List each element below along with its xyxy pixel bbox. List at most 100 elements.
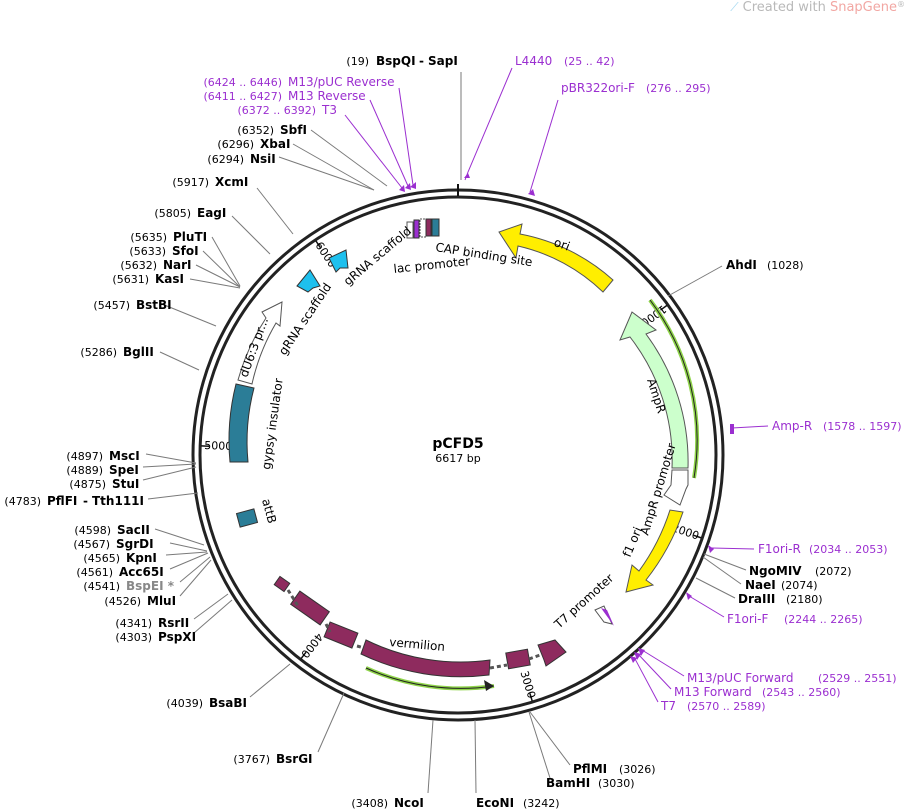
site-pos-pspxi: (4303) — [115, 631, 152, 644]
site-label-kpni[interactable]: KpnI — [126, 551, 157, 565]
site-label-naei[interactable]: NaeI — [745, 578, 776, 592]
site-pos-bsrgi: (3767) — [233, 753, 270, 766]
site-line-bstbi — [161, 303, 217, 327]
site-pos-ncoi: (3408) — [351, 797, 388, 810]
feature-vermilion-exon4[interactable] — [360, 639, 491, 678]
site-label-xcmi[interactable]: XcmI — [215, 175, 248, 189]
primer-mark-m13-reverse — [405, 183, 411, 190]
site-label-bglii[interactable]: BglII — [123, 345, 154, 359]
feature-ori[interactable] — [498, 223, 614, 293]
site-label-pluti[interactable]: PluTI — [173, 230, 207, 244]
ruler-label-5000: 5000 — [204, 439, 232, 453]
site-line-pspxi — [193, 599, 233, 634]
site-label-mlui[interactable]: MluI — [147, 594, 176, 608]
primer-label-m13puc-forward[interactable]: M13/pUC Forward — [687, 671, 794, 685]
site-label-pflfi[interactable]: PflFI — [47, 494, 77, 508]
primer-line-m13puc-forward — [641, 649, 685, 677]
feature-attb[interactable] — [235, 508, 259, 528]
site-line-kasi — [189, 278, 241, 289]
primer-range-f1ori-f: (2244 .. 2265) — [784, 613, 863, 626]
site-label-stui[interactable]: StuI — [112, 477, 139, 491]
primer-label-t3[interactable]: T3 — [321, 103, 337, 117]
site-label-ncoi[interactable]: NcoI — [394, 796, 424, 810]
site-label-sbfi[interactable]: SbfI — [280, 123, 307, 137]
site-pos-mlui: (4526) — [104, 595, 141, 608]
site-label-nsii[interactable]: NsiI — [250, 152, 276, 166]
site-label-bstbi[interactable]: BstBI — [136, 298, 172, 312]
feature-ampr[interactable] — [619, 311, 689, 469]
primer-range-pbr322ori-f: (276 .. 295) — [646, 82, 711, 95]
primer-label-t7[interactable]: T7 — [660, 699, 676, 713]
site-line-pflmi — [529, 711, 571, 766]
primer-label-amp-r[interactable]: Amp-R — [772, 419, 812, 433]
feature-t7-promoter[interactable] — [594, 605, 613, 625]
site-line-eagi — [231, 215, 271, 255]
feature-ampr-promoter[interactable] — [663, 469, 689, 506]
site-label-sacii[interactable]: SacII — [117, 523, 150, 537]
primer-line-f1ori-f — [688, 595, 725, 618]
site-line-pluti — [211, 236, 241, 287]
site-label-nari[interactable]: NarI — [163, 258, 192, 272]
site-pos-bsabi: (4039) — [166, 697, 203, 710]
primer-label-f1ori-r[interactable]: F1ori-R — [758, 542, 801, 556]
orf-ampr-core — [649, 299, 698, 479]
feature-gypsy-insulator[interactable] — [228, 383, 255, 463]
site-pos-econi: (3242) — [523, 797, 560, 810]
watermark-mark: ® — [897, 0, 905, 9]
site-label-tth111i[interactable]: Tth111I — [92, 494, 144, 508]
feature-grna-scaffold-1[interactable] — [296, 269, 321, 293]
feature-vermilion-exon1[interactable] — [273, 575, 291, 593]
feature-lac-promoter[interactable] — [406, 221, 414, 239]
site-separator-bspqi: - — [419, 54, 424, 68]
site-label-msci[interactable]: MscI — [109, 449, 140, 463]
ruler-tick-4000 — [300, 651, 307, 660]
site-pos-draiii: (2180) — [786, 593, 823, 606]
site-label-ahdi[interactable]: AhdI — [726, 258, 757, 272]
site-label-eagi[interactable]: EagI — [197, 206, 226, 220]
site-label-sapi[interactable]: SapI — [428, 54, 458, 68]
feature-vermilion-exon5[interactable] — [505, 648, 531, 670]
primer-line-m13-reverse — [369, 99, 409, 187]
site-label-sgrdi[interactable]: SgrDI — [116, 537, 154, 551]
site-label-pflmi[interactable]: PflMI — [573, 762, 607, 776]
site-line-pflfi — [147, 492, 199, 500]
feature-vermilion-end[interactable] — [537, 639, 567, 667]
site-label-bsrgi[interactable]: BsrGI — [276, 752, 313, 766]
site-label-bspqi[interactable]: BspQI — [376, 54, 416, 68]
primer-label-f1ori-f[interactable]: F1ori-F — [727, 612, 768, 626]
primer-label-m13-reverse[interactable]: M13 Reverse — [288, 89, 366, 103]
feature-lac-operator[interactable] — [419, 218, 427, 238]
site-pos-sacii: (4598) — [74, 524, 111, 537]
site-label-bsabi[interactable]: BsaBI — [209, 696, 247, 710]
site-label-draiii[interactable]: DraIII — [738, 592, 775, 606]
site-label-acc65i[interactable]: Acc65I — [119, 565, 164, 579]
site-label-bspei[interactable]: BspEI * — [126, 579, 175, 593]
site-label-spei[interactable]: SpeI — [109, 463, 139, 477]
site-label-ngomiv[interactable]: NgoMIV — [749, 564, 802, 578]
site-label-pspxi[interactable]: PspXI — [158, 630, 196, 644]
primer-range-m13puc-forward: (2529 .. 2551) — [818, 672, 897, 685]
primer-label-m13puc-reverse[interactable]: M13/pUC Reverse — [288, 75, 395, 89]
site-label-sfoi[interactable]: SfoI — [172, 244, 199, 258]
site-label-rsrii[interactable]: RsrII — [158, 616, 189, 630]
watermark-prefix: Created with — [742, 0, 830, 15]
primer-label-pbr322ori-f[interactable]: pBR322ori-F — [561, 81, 635, 95]
site-line-sgrdi — [169, 542, 208, 552]
feature-grna-scaffold-2[interactable] — [328, 249, 349, 273]
site-label-econi[interactable]: EcoNI — [476, 796, 514, 810]
site-pos-acc65i: (4561) — [76, 566, 113, 579]
feature-du6-promoter[interactable] — [237, 301, 283, 385]
feature-vermilion-exon3[interactable] — [323, 621, 359, 649]
feature-f1-ori[interactable] — [625, 509, 684, 593]
site-line-xbai — [292, 143, 375, 191]
feature-cap-binding-site[interactable] — [431, 218, 440, 237]
feature-vermilion-exon2[interactable] — [289, 590, 331, 626]
site-label-bamhi[interactable]: BamHI — [546, 776, 590, 790]
primer-range-m13puc-reverse: (6424 .. 6446) — [203, 76, 282, 89]
site-line-bsabi — [249, 663, 291, 698]
primer-label-l4440[interactable]: L4440 — [515, 54, 552, 68]
site-label-kasi[interactable]: KasI — [155, 272, 184, 286]
primer-label-m13-forward[interactable]: M13 Forward — [674, 685, 752, 699]
primer-range-m13-reverse: (6411 .. 6427) — [203, 90, 282, 103]
site-label-xbai[interactable]: XbaI — [260, 137, 290, 151]
